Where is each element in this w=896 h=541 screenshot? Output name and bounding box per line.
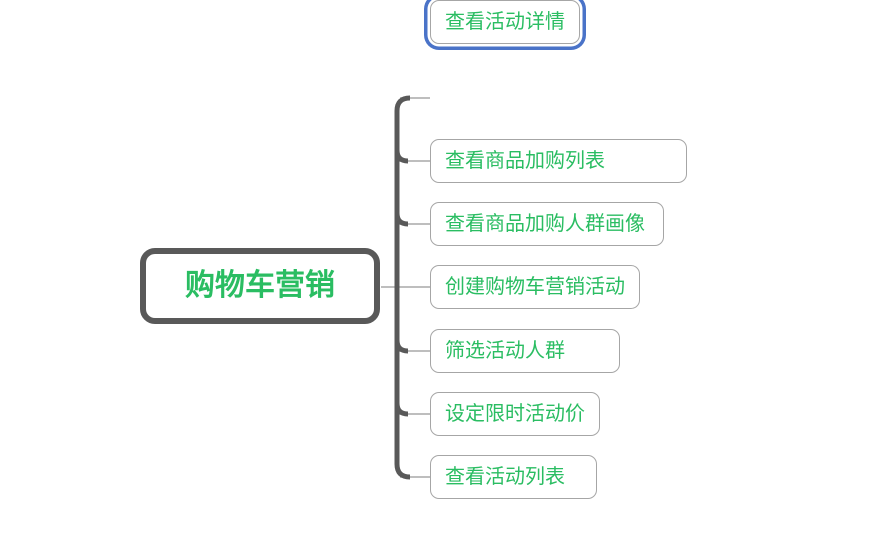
- child-node-view-addcart-audience-profile[interactable]: 查看商品加购人群画像: [430, 202, 664, 246]
- child-node-filter-campaign-audience[interactable]: 筛选活动人群: [430, 329, 620, 373]
- spine-path: [394, 95, 411, 480]
- spine-fillet-5: [394, 339, 409, 354]
- thin-connectors: [381, 97, 430, 478]
- spine-fillet-2: [394, 149, 409, 164]
- spine-fillet-3: [394, 212, 409, 227]
- branch-spine: [394, 95, 411, 480]
- spine-fillet-6: [394, 402, 409, 417]
- child-node-view-product-addcart-list[interactable]: 查看商品加购列表: [430, 139, 687, 183]
- child-node-view-campaign-list[interactable]: 查看活动列表: [430, 455, 597, 499]
- child-node-create-cart-marketing-campaign[interactable]: 创建购物车营销活动: [430, 265, 640, 309]
- child-node-view-campaign-details[interactable]: 查看活动详情: [430, 0, 580, 44]
- child-node-set-limited-time-price[interactable]: 设定限时活动价: [430, 392, 600, 436]
- root-node-shopping-cart-marketing[interactable]: 购物车营销: [140, 248, 380, 324]
